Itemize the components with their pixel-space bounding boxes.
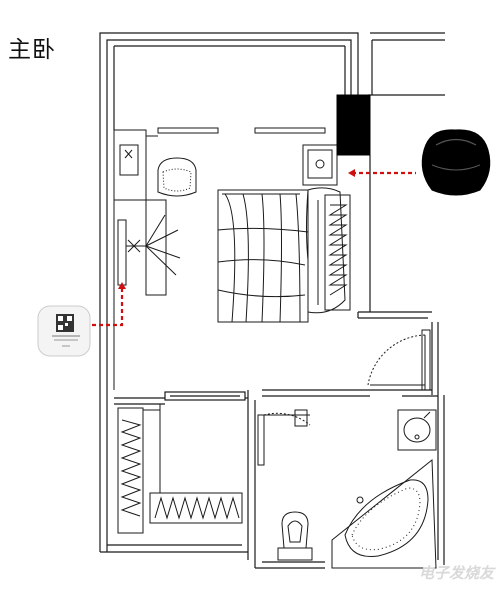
entry-door — [367, 329, 431, 391]
wash-basin — [397, 409, 437, 451]
left-closet — [113, 129, 181, 390]
bed — [217, 144, 346, 323]
armchair — [157, 157, 197, 197]
arrow-up-icon — [118, 282, 126, 289]
outer-walls — [99, 32, 445, 569]
arrow-left-icon — [348, 169, 355, 177]
page-title: 主卧 — [8, 37, 56, 63]
lounge-chair-icon — [421, 129, 491, 196]
bathtub — [331, 458, 437, 569]
window-tracks — [146, 127, 326, 137]
watermark-logo: 电子发烧友 — [418, 564, 494, 582]
smart-sensor-icon — [37, 305, 91, 357]
toilet — [277, 511, 313, 561]
bed-side-cabinet — [324, 194, 351, 311]
sensor-link — [92, 287, 124, 327]
signal-links — [92, 171, 416, 327]
bath-door — [257, 409, 311, 466]
wardrobe — [117, 404, 243, 534]
control-panel-icon — [336, 94, 371, 156]
